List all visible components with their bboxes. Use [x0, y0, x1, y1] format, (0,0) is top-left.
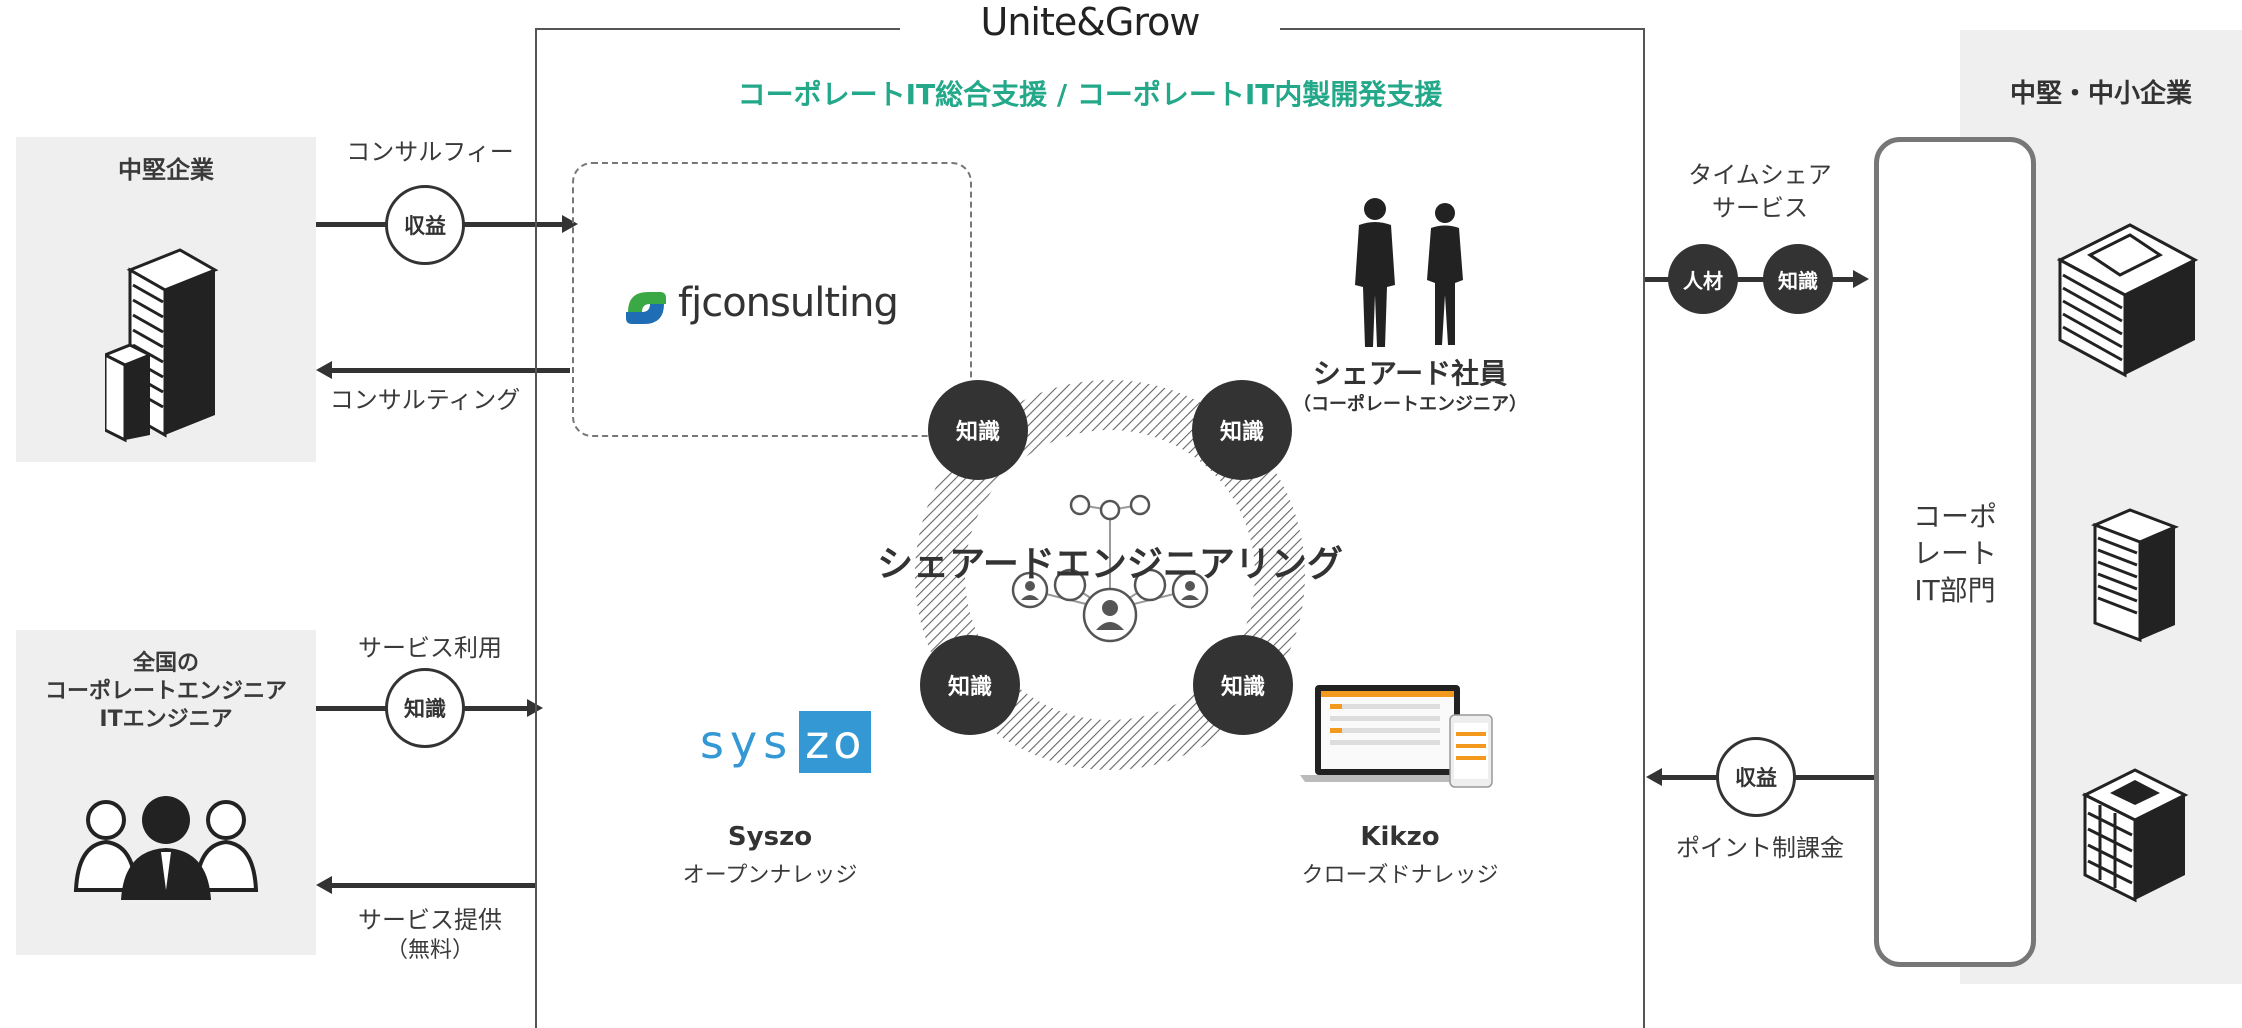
service-provide-free: （無料） [385, 938, 474, 963]
fjconsulting-box [572, 162, 972, 437]
sme-panel-title: 中堅・中小企業 [2009, 79, 2192, 109]
consulting-fee-label: コンサルフィー [346, 138, 514, 166]
engineers-title-line3: ITエンジニア [99, 707, 233, 732]
knowledge-cycle-ring [915, 380, 1305, 770]
point-billing-label: ポイント制課金 [1676, 834, 1844, 862]
service-usage-label: サービス利用 [358, 634, 502, 662]
syszo-description: オープンナレッジ [682, 863, 858, 888]
it-dept-line2: レート [1912, 537, 1997, 570]
consulting-label: コンサルティング [329, 386, 521, 414]
engineers-panel [16, 630, 316, 955]
kikzo-name: Kikzo [1360, 822, 1440, 852]
people-group-icon [73, 796, 259, 900]
syszo-logo-left: sys [700, 715, 794, 769]
fjconsulting-logo: fjconsulting [678, 280, 899, 326]
timeshare-label-line1: タイムシェア [1688, 161, 1832, 189]
usage-badge: 知識 [385, 668, 465, 748]
consulting-arrow [316, 361, 570, 379]
timeshare-label-line2: サービス [1712, 194, 1808, 222]
mid-enterprise-title: 中堅企業 [118, 156, 214, 184]
corporate-it-dept-box [1874, 137, 2036, 967]
medium-building-icon [2090, 508, 2180, 643]
business-people-icon [1355, 198, 1463, 347]
timeshare-arrow [1645, 270, 1869, 288]
engineers-title-line1: 全国の [132, 651, 199, 676]
shared-engineering-title: シェアードエンジニアリング [877, 544, 1343, 585]
shared-employee-title: シェアード社員 [1312, 357, 1508, 390]
knowledge-badge-tl: 知識 [928, 380, 1028, 480]
it-dept-line3: IT部門 [1914, 574, 1996, 607]
syszo-logo: sys zo [700, 710, 872, 774]
kikzo-devices-icon [1300, 685, 1493, 788]
timeshare-knowledge-badge: 知識 [1763, 244, 1833, 314]
office-building-icon [105, 248, 219, 443]
knowledge-badge-br: 知識 [1193, 635, 1293, 735]
knowledge-badge-tr: 知識 [1192, 380, 1292, 480]
fee-badge: 収益 [385, 185, 465, 265]
fj-logo-mark-icon [626, 292, 666, 324]
large-building-icon [2056, 223, 2199, 378]
network-people-icon [1011, 494, 1209, 643]
it-dept-line1: コーポ [1912, 500, 1997, 533]
kikzo-description: クローズドナレッジ [1301, 863, 1499, 888]
provide-arrow [316, 876, 535, 894]
service-provide-label: サービス提供 [358, 906, 502, 934]
knowledge-badge-bl: 知識 [920, 635, 1020, 735]
small-building-icon [2081, 768, 2189, 903]
syszo-name: Syszo [727, 822, 813, 852]
brand-title: Unite&Grow [900, 0, 1280, 50]
talent-badge: 人材 [1668, 244, 1738, 314]
revenue-badge: 収益 [1716, 737, 1796, 817]
syszo-logo-right: zo [799, 711, 872, 773]
shared-employee-subtitle: （コーポレートエンジニア） [1293, 394, 1527, 415]
brand-subtitle: コーポレートIT総合支援 / コーポレートIT内製開発支援 [737, 78, 1443, 111]
engineers-title-line2: コーポレートエンジニア [44, 679, 287, 704]
